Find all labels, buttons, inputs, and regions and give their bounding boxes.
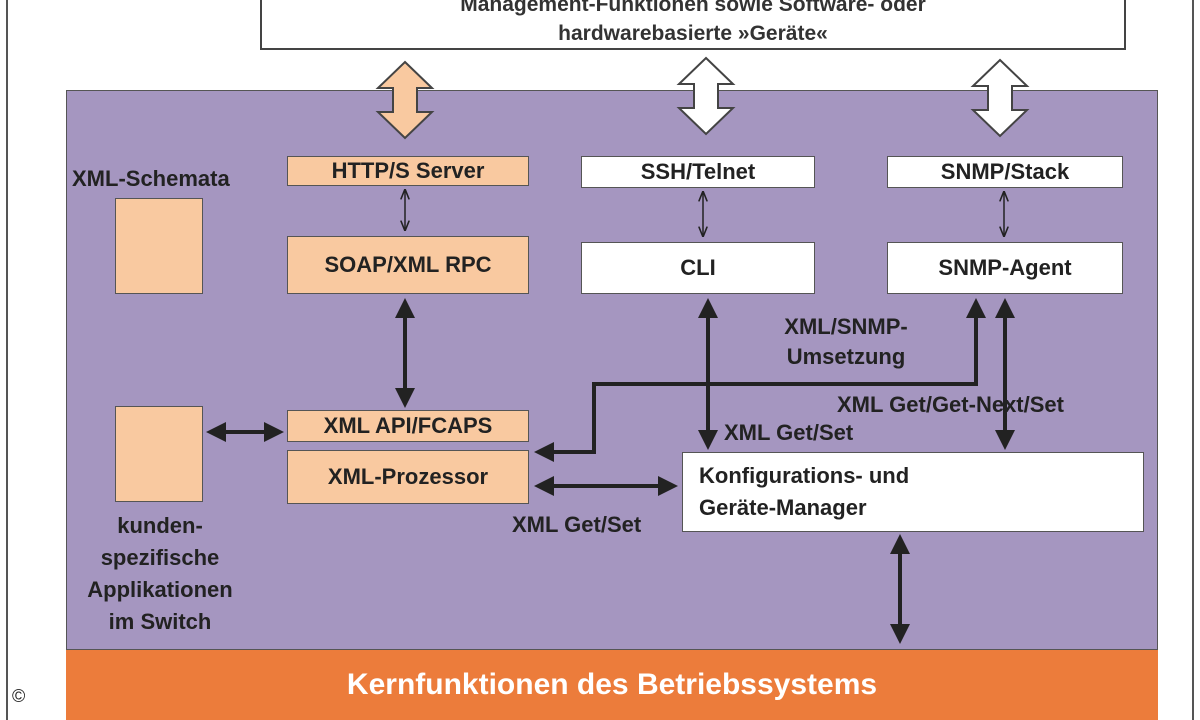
double-arrow-http	[375, 60, 435, 140]
config-manager-line1: Konfigurations- und	[699, 463, 910, 488]
copyright-symbol: ©	[12, 686, 26, 706]
xml-schemata-label: XML-Schemata	[72, 166, 230, 191]
frame-right-line	[1192, 0, 1194, 720]
custom-apps-line2: spezifische	[100, 545, 220, 570]
xml-get-set-lower-label: XML Get/Set	[512, 512, 642, 537]
frame-left-line	[6, 0, 8, 720]
os-kernel-functions-label: Kernfunktionen des Betriebssystems	[346, 668, 878, 701]
arrow-agent-xmlapi-elbow	[534, 298, 986, 462]
management-functions-box: Management-Funktionen sowie Software- od…	[260, 0, 1126, 50]
xml-snmp-conversion-label: XML/SNMP- Umsetzung	[766, 312, 926, 372]
double-arrow-ssh	[676, 56, 736, 136]
custom-apps-line1: kunden-	[117, 513, 203, 538]
double-arrow-snmp	[970, 58, 1030, 138]
ssh-telnet-box: SSH/Telnet	[581, 156, 815, 188]
xml-schema-box	[115, 198, 203, 294]
xml-get-next-set-label: XML Get/Get-Next/Set	[837, 392, 1064, 417]
xml-processor-box: XML-Prozessor	[287, 450, 529, 504]
snmp-agent-box: SNMP-Agent	[887, 242, 1123, 294]
custom-apps-line3: Applikationen	[87, 577, 233, 602]
custom-apps-label: kunden- spezifische Applikationen im Swi…	[60, 510, 260, 638]
config-manager-box: Konfigurations- und Geräte-Manager	[682, 452, 1144, 532]
soap-xml-rpc-box: SOAP/XML RPC	[287, 236, 529, 294]
management-functions-line1: Management-Funktionen sowie Software- od…	[460, 0, 926, 16]
custom-apps-line4: im Switch	[108, 609, 212, 634]
os-kernel-functions-bar: Kernfunktionen des Betriebssystems	[66, 650, 1158, 720]
config-manager-line2: Geräte-Manager	[699, 495, 867, 520]
xml-snmp-line2: Umsetzung	[786, 344, 906, 369]
cli-box: CLI	[581, 242, 815, 294]
snmp-stack-box: SNMP/Stack	[887, 156, 1123, 188]
http-server-box: HTTP/S Server	[287, 156, 529, 186]
custom-apps-box	[115, 406, 203, 502]
xml-snmp-line1: XML/SNMP-	[784, 314, 908, 339]
xml-api-box: XML API/FCAPS	[287, 410, 529, 442]
xml-get-set-upper-label: XML Get/Set	[724, 420, 854, 445]
management-functions-line2: hardwarebasierte »Geräte«	[558, 22, 828, 45]
